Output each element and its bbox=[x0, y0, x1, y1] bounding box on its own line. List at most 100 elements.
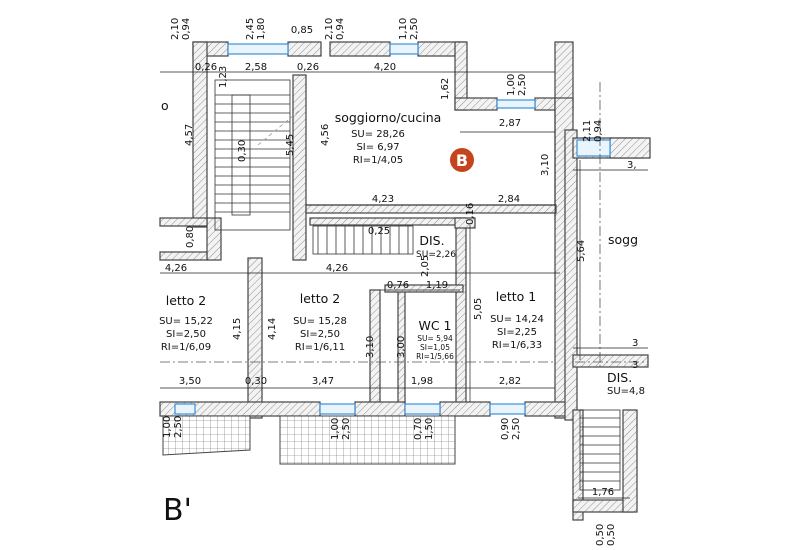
room-ri: RI=1/6,11 bbox=[295, 342, 345, 353]
dim-label: 0,76 bbox=[387, 280, 409, 291]
dim-label: 2,58 bbox=[245, 62, 267, 73]
room-partial-left: o bbox=[161, 98, 169, 113]
room-soggiorno: soggiorno/cucina SU= 28,26 SI= 6,97 RI=1… bbox=[335, 110, 442, 166]
room-si: SI=2,50 bbox=[300, 329, 340, 340]
dim-label: 1,80 bbox=[256, 18, 267, 40]
room-su: SU=2,26 bbox=[416, 250, 456, 260]
dim-label: 5,05 bbox=[473, 298, 484, 320]
dim-label: 0,30 bbox=[245, 376, 267, 387]
room-si: SI=2,50 bbox=[166, 329, 206, 340]
dim-label: 2,50 bbox=[173, 416, 184, 438]
room-sogg-right: sogg bbox=[608, 232, 638, 247]
room-si: SI= 6,97 bbox=[356, 142, 399, 153]
dim-label: 0,30 bbox=[237, 140, 248, 162]
dim-label: 1,00 bbox=[162, 416, 173, 438]
dim-label: 4,56 bbox=[320, 124, 331, 146]
room-si: SI=2,25 bbox=[497, 327, 537, 338]
room-su: SU= 5,94 bbox=[417, 334, 453, 343]
dim-label: 1,62 bbox=[440, 78, 451, 100]
room-name: DIS. bbox=[607, 370, 632, 385]
dim-label: 3,47 bbox=[312, 376, 334, 387]
terraces bbox=[162, 415, 456, 465]
room-name: sogg bbox=[608, 232, 638, 247]
dim-label: 0,26 bbox=[195, 62, 217, 73]
dim-label: 2,50 bbox=[409, 18, 420, 40]
room-name: WC 1 bbox=[418, 318, 451, 333]
room-dis-center: DIS. SU=2,26 bbox=[416, 233, 456, 260]
dim-label: 2,50 bbox=[511, 418, 522, 440]
dim-label: 1,00 bbox=[506, 74, 517, 96]
small-stair-center bbox=[312, 225, 414, 255]
dim-label: 0,94 bbox=[181, 18, 192, 40]
dim-label: 2,05 bbox=[420, 255, 431, 277]
dim-label: 0,94 bbox=[593, 120, 604, 142]
room-su: SU= 28,26 bbox=[351, 129, 405, 140]
dim-label: 0,94 bbox=[335, 18, 346, 40]
staircase-right bbox=[579, 409, 621, 491]
dim-label: 2,84 bbox=[498, 194, 520, 205]
dim-label: 2,10 bbox=[170, 18, 181, 40]
dimension-labels-vertical: 2,10 0,94 2,45 1,80 2,10 0,94 1,10 2,50 … bbox=[162, 18, 617, 546]
dim-label: 0,50 bbox=[606, 524, 617, 546]
dim-label: 3,50 bbox=[179, 376, 201, 387]
room-name: letto 1 bbox=[496, 289, 537, 304]
room-su: SU= 15,22 bbox=[159, 316, 213, 327]
room-letto1: letto 1 SU= 14,24 SI=2,25 RI=1/6,33 bbox=[490, 289, 544, 351]
room-su: SU= 14,24 bbox=[490, 314, 544, 325]
unit-badge: B bbox=[450, 148, 474, 172]
room-si: SI=1,05 bbox=[420, 343, 450, 352]
dim-label: 0,70 bbox=[413, 418, 424, 440]
room-ri: RI=1/4,05 bbox=[353, 155, 403, 166]
dim-label: 3,10 bbox=[540, 154, 551, 176]
dim-label: 0,80 bbox=[185, 226, 196, 248]
dim-label: 1,76 bbox=[592, 487, 614, 498]
room-name: letto 2 bbox=[166, 293, 207, 308]
dim-label: 2,10 bbox=[324, 18, 335, 40]
dim-label: 1,98 bbox=[411, 376, 433, 387]
dim-label: 2,50 bbox=[517, 74, 528, 96]
dim-label: 3 bbox=[632, 360, 638, 371]
walls bbox=[159, 41, 651, 521]
dim-label: 2,45 bbox=[245, 18, 256, 40]
dim-label: 5,64 bbox=[576, 240, 587, 262]
room-su: SU=4,8 bbox=[607, 386, 645, 397]
dim-label: 0,16 bbox=[465, 203, 476, 225]
dim-label: 4,26 bbox=[165, 263, 187, 274]
room-name: DIS. bbox=[419, 233, 444, 248]
dim-label: 4,20 bbox=[374, 62, 396, 73]
dim-label: 1,00 bbox=[330, 418, 341, 440]
dimension-lines bbox=[160, 71, 648, 499]
dim-label: 4,26 bbox=[326, 263, 348, 274]
room-ri: RI=1/5,66 bbox=[416, 352, 454, 361]
room-wc1: WC 1 SU= 5,94 SI=1,05 RI=1/5,66 bbox=[416, 318, 454, 361]
dim-label: 0,50 bbox=[595, 524, 606, 546]
plan-label: B' bbox=[163, 493, 192, 528]
dim-label: 3,00 bbox=[396, 336, 407, 358]
room-ri: RI=1/6,09 bbox=[161, 342, 211, 353]
dim-label: 1,23 bbox=[218, 66, 229, 88]
room-dis-right: DIS. SU=4,8 bbox=[607, 370, 645, 397]
dim-label: 3, bbox=[627, 160, 637, 171]
room-ri: RI=1/6,33 bbox=[492, 340, 542, 351]
staircase-left bbox=[214, 79, 301, 231]
dim-label: 3 bbox=[632, 338, 638, 349]
dim-label: 4,57 bbox=[184, 124, 195, 146]
room-letto2-mid: letto 2 SU= 15,28 SI=2,50 RI=1/6,11 bbox=[293, 291, 347, 353]
dim-label: 4,14 bbox=[267, 318, 278, 340]
dim-label: 1,50 bbox=[424, 418, 435, 440]
windows bbox=[174, 43, 611, 415]
room-name: soggiorno/cucina bbox=[335, 110, 442, 125]
room-name: o bbox=[161, 98, 169, 113]
dim-label: 2,50 bbox=[341, 418, 352, 440]
dim-label: 2,11 bbox=[582, 120, 593, 142]
dim-label: 4,23 bbox=[372, 194, 394, 205]
dim-label: 3,10 bbox=[365, 336, 376, 358]
room-letto2-left: letto 2 SU= 15,22 SI=2,50 RI=1/6,09 bbox=[159, 293, 213, 353]
dim-label: 0,90 bbox=[500, 418, 511, 440]
dim-label: 1,10 bbox=[398, 18, 409, 40]
dim-label: 5,45 bbox=[285, 134, 296, 156]
dim-label: 2,87 bbox=[499, 118, 521, 129]
room-name: letto 2 bbox=[300, 291, 341, 306]
reference-lines bbox=[160, 82, 648, 370]
